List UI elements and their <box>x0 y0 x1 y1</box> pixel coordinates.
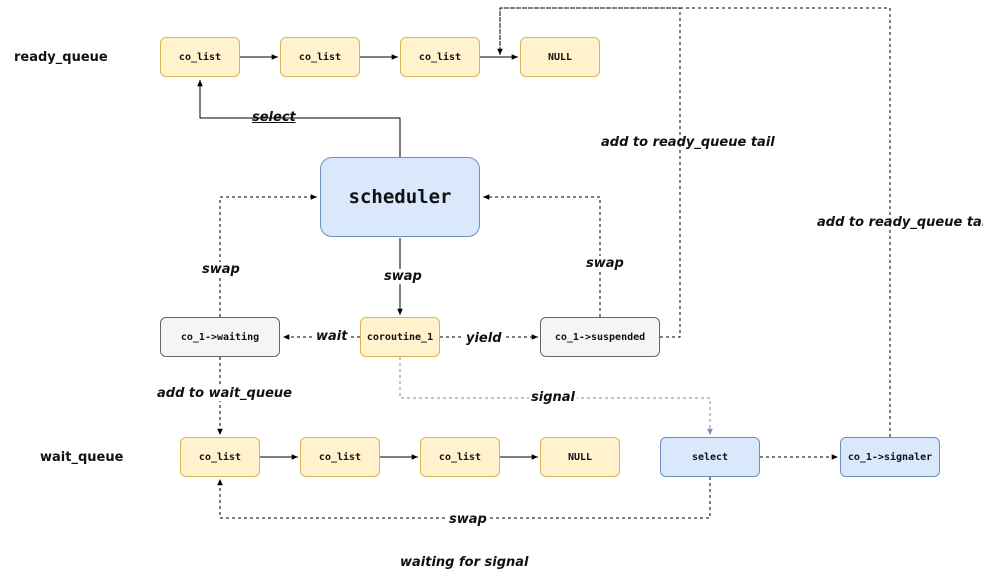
swap-bottom-label: swap <box>447 512 489 527</box>
ready-queue-null: NULL <box>520 37 600 77</box>
swap-mid-label: swap <box>382 269 424 284</box>
wait-queue-node-3: co_list <box>420 437 500 477</box>
signaler-node: co_1->signaler <box>840 437 940 477</box>
yield-edge-label: yield <box>464 331 504 346</box>
edge-coroutine-select <box>399 357 713 435</box>
edge-scheduler-select <box>197 80 401 157</box>
coroutine-node: coroutine_1 <box>360 317 440 357</box>
ready-queue-node-3: co_list <box>400 37 480 77</box>
add-ready-tail-label-1: add to ready_queue tail <box>601 135 775 150</box>
signal-edge-label: signal <box>529 390 577 405</box>
edge-waiting-scheduler <box>219 194 317 317</box>
edge-suspended-scheduler <box>483 194 601 317</box>
swap-left-label: swap <box>200 262 242 277</box>
wait-queue-label: wait_queue <box>40 450 124 465</box>
ready-queue-node-1: co_list <box>160 37 240 77</box>
wait-queue-null: NULL <box>540 437 620 477</box>
wait-queue-node-1: co_list <box>180 437 260 477</box>
edge-select-waitqueue <box>217 477 711 519</box>
edge-signaler-readytail <box>499 7 891 437</box>
select-node: select <box>660 437 760 477</box>
ready-queue-label: ready_queue <box>14 50 108 65</box>
wait-edge-label: wait <box>314 329 350 344</box>
waiting-node: co_1->waiting <box>160 317 280 357</box>
scheduler-node: scheduler <box>320 157 480 237</box>
wait-queue-node-2: co_list <box>300 437 380 477</box>
swap-right-label: swap <box>584 256 626 271</box>
select-edge-label: select <box>252 110 296 125</box>
add-wait-queue-label: add to wait_queue <box>155 386 294 401</box>
suspended-node: co_1->suspended <box>540 317 660 357</box>
ready-queue-node-2: co_list <box>280 37 360 77</box>
waiting-for-signal-label: waiting for signal <box>400 555 529 570</box>
add-ready-tail-label-2: add to ready_queue tail <box>817 215 983 230</box>
